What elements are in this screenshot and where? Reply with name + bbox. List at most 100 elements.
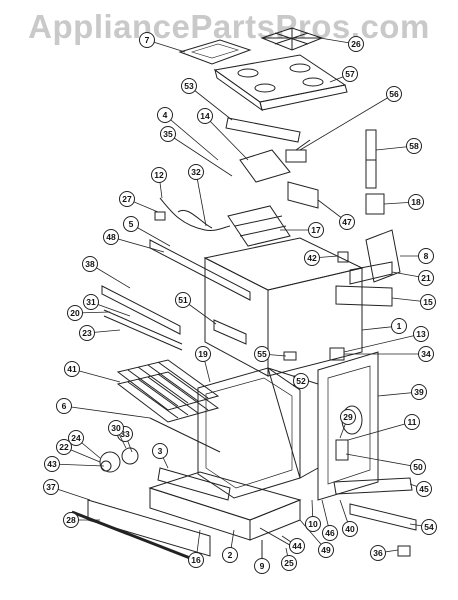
part-vent-tubes: [365, 129, 377, 189]
callout-circle: [82, 256, 98, 272]
callout-label: 10: [308, 519, 318, 529]
callout-label: 36: [373, 548, 383, 558]
part-cooktop: [213, 54, 348, 112]
callout-leader: [51, 463, 105, 467]
callout-circle: [139, 32, 155, 48]
callout-circle: [254, 346, 270, 362]
callout-48: 48: [103, 229, 165, 253]
callout-circle: [421, 519, 437, 535]
callout-label: 17: [311, 225, 321, 235]
callout-circle: [408, 194, 424, 210]
callout-circle: [67, 305, 83, 321]
callout-55: 55: [254, 346, 287, 362]
callout-circle: [103, 229, 119, 245]
callout-leader: [71, 368, 121, 383]
callout-label: 45: [419, 484, 429, 494]
callout-leader: [110, 236, 165, 253]
callout-label: 40: [345, 524, 355, 534]
part-fan-motor: [99, 447, 139, 473]
callout-36: 36: [370, 545, 399, 561]
callout-leader: [343, 333, 422, 353]
callout-label: 7: [145, 35, 150, 45]
callout-18: 18: [383, 194, 424, 210]
callout-label: 30: [111, 423, 121, 433]
callout-label: 56: [389, 89, 399, 99]
callout-label: 24: [71, 433, 81, 443]
callout-circle: [254, 558, 270, 574]
callout-28: 28: [63, 512, 100, 528]
callout-label: 19: [198, 349, 208, 359]
callout-43: 43: [44, 456, 105, 472]
callout-53: 53: [181, 78, 233, 121]
part-drawer-glide: [349, 503, 417, 531]
callout-label: 9: [260, 561, 265, 571]
callout-circle: [181, 78, 197, 94]
part-backguard-plate: [178, 39, 252, 65]
callout-39: 39: [377, 384, 427, 400]
callout-circle: [108, 420, 124, 436]
callout-circle: [157, 107, 173, 123]
callout-label: 54: [424, 522, 434, 532]
callout-circle: [413, 326, 429, 342]
callout-circle: [348, 36, 364, 52]
callout-label: 14: [200, 111, 210, 121]
callout-label: 37: [46, 482, 56, 492]
callout-13: 13: [343, 326, 429, 353]
callout-label: 48: [106, 232, 116, 242]
callout-circle: [391, 318, 407, 334]
callout-label: 6: [62, 401, 67, 411]
callout-label: 52: [296, 376, 306, 386]
callout-circle: [410, 459, 426, 475]
part-wiring: [159, 197, 231, 231]
callout-leader: [204, 115, 249, 161]
callout-label: 47: [342, 217, 352, 227]
callout-58: 58: [375, 138, 422, 154]
part-side-rail: [149, 239, 251, 301]
callout-leader: [299, 93, 395, 151]
callout-26: 26: [319, 36, 364, 52]
callout-29: 29: [339, 409, 356, 439]
part-rail-45: [333, 477, 413, 495]
callout-1: 1: [361, 318, 407, 334]
callout-34: 34: [344, 346, 434, 362]
callout-37: 37: [43, 479, 91, 501]
part-manifold: [225, 117, 301, 143]
callout-41: 41: [64, 361, 121, 383]
callout-circle: [195, 346, 211, 362]
callout-10: 10: [305, 499, 321, 532]
callout-circle: [83, 294, 99, 310]
callout-label: 42: [307, 253, 317, 263]
callout-circle: [304, 250, 320, 266]
callout-leader: [345, 453, 419, 468]
callout-20: 20: [67, 305, 111, 321]
callout-circle: [79, 325, 95, 341]
callout-leader: [63, 405, 151, 419]
callout-label: 11: [408, 417, 417, 427]
callout-44: 44: [281, 535, 305, 554]
callout-8: 8: [400, 248, 434, 264]
callout-label: 53: [184, 81, 194, 91]
callout-12: 12: [151, 167, 167, 199]
callout-label: 46: [325, 528, 335, 538]
callout-circle: [305, 516, 321, 532]
callout-label: 15: [423, 297, 433, 307]
callout-50: 50: [345, 453, 426, 475]
callout-4: 4: [157, 107, 219, 161]
callout-6: 6: [56, 398, 151, 419]
callout-circle: [318, 542, 334, 558]
callout-circle: [420, 294, 436, 310]
callout-7: 7: [139, 32, 186, 53]
callout-label: 26: [351, 39, 361, 49]
callout-label: 49: [321, 545, 331, 555]
callout-46: 46: [321, 499, 338, 541]
callout-2: 2: [222, 529, 238, 563]
callout-label: 3: [158, 446, 163, 456]
callout-27: 27: [119, 191, 159, 213]
part-oven-door: [317, 351, 379, 501]
callout-23: 23: [79, 325, 121, 341]
part-panel-21: [349, 261, 393, 285]
callout-circle: [44, 456, 60, 472]
callout-circle: [308, 222, 324, 238]
callout-circle: [175, 292, 191, 308]
callout-label: 8: [424, 251, 429, 261]
